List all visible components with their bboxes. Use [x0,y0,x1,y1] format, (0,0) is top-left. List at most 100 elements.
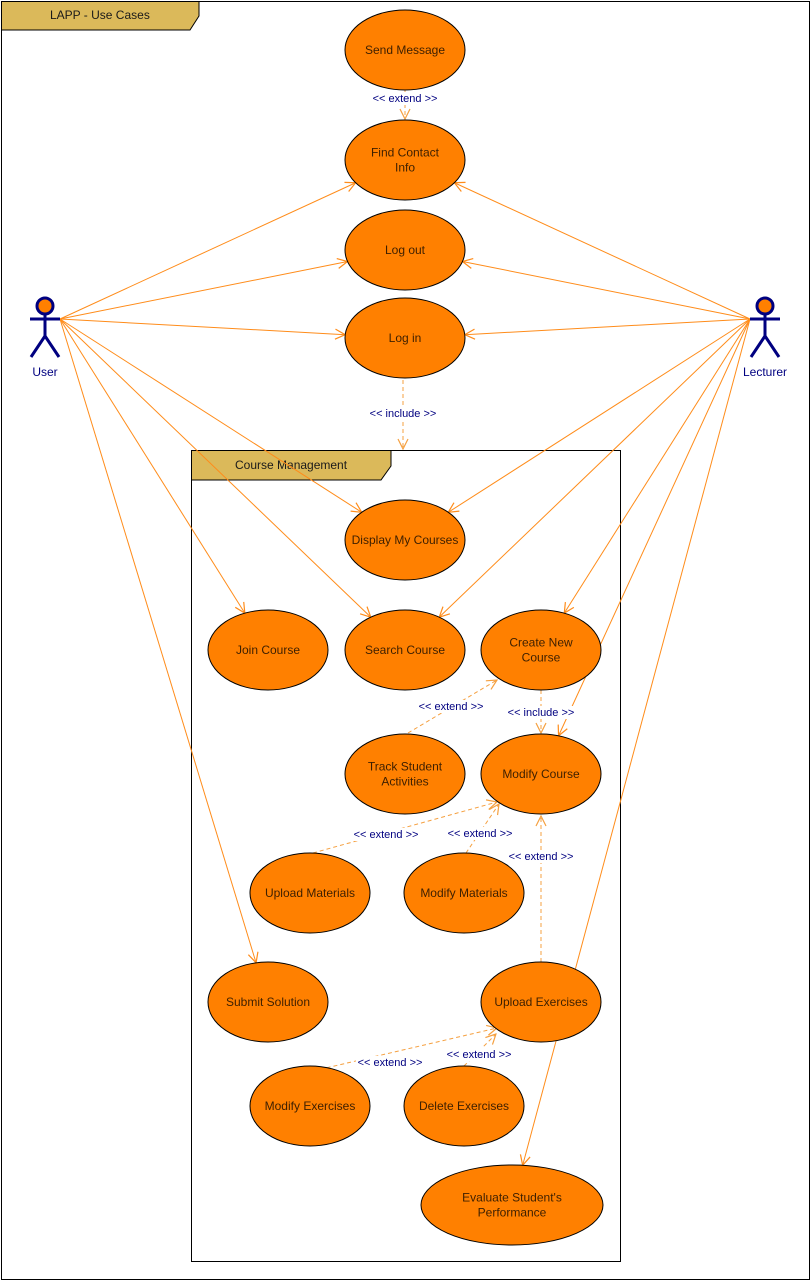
log-in-use-case[interactable]: Log in [344,297,466,379]
search-course-use-case[interactable]: Search Course [344,609,466,691]
lecturer-to-log-out-association [462,261,751,320]
evaluate-performance-ellipse [420,1164,604,1246]
modify-exercises-ellipse [249,1065,371,1147]
lecturer-head [755,296,775,316]
user-to-join-course-association [59,318,245,613]
modify-course-label-line-1: Modify Course [502,767,580,781]
lecturer-actor[interactable]: Lecturer [743,296,787,379]
upload-materials-extend-label: << extend >> [354,829,419,841]
search-course-ellipse [344,609,466,691]
join-course-ellipse [207,609,329,691]
find-contact-info-label-line-1: Find Contact [371,146,440,160]
user-actor[interactable]: User [29,296,61,379]
track-student-activities-ellipse [344,733,466,815]
lecturer-to-search-course-association [439,318,751,617]
user-leg-right [43,335,61,358]
user-to-log-in-association [59,318,345,335]
track-activities-extend-label-bg [417,700,485,713]
log-in-label-line-1: Log in [389,331,422,345]
modify-exercises-extend-label: << extend >> [358,1057,423,1069]
log-out-use-case[interactable]: Log out [344,209,466,291]
send-message-extend-label-bg [371,92,439,105]
delete-exercises-extend-label-bg [445,1048,513,1061]
frame-title-tab [1,1,200,31]
display-my-courses-ellipse [344,499,466,581]
user-head [35,296,55,316]
upload-exercises-use-case[interactable]: Upload Exercises [480,961,602,1043]
lecturer-to-log-in-association [465,318,751,335]
lecturer-label: Lecturer [743,365,787,379]
modify-materials-ellipse [403,852,525,934]
lecturer-to-find-contact-info-association [454,183,751,320]
find-contact-info-ellipse [344,119,466,201]
stereotype-labels: << extend >> << include >> << extend >> << … [352,92,575,1069]
modify-materials-extend-label-bg [446,827,514,840]
log-in-include-label-bg [369,407,437,420]
create-new-course-ellipse [480,609,602,691]
send-message-use-case[interactable]: Send Message [344,9,466,91]
user-to-submit-solution-association [59,318,256,963]
modify-exercises-label-line-1: Modify Exercises [265,1099,356,1113]
user-to-search-course-association [59,318,371,617]
modify-exercises-extend-line [312,1028,497,1072]
send-message-extend-label: << extend >> [373,93,438,105]
create-new-course-label-line-2: Course [522,651,561,665]
user-to-find-contact-info-association [59,183,356,320]
upload-materials-extend-line [312,802,497,854]
user-leg-left [29,335,47,358]
log-in-ellipse [344,297,466,379]
submit-solution-label-line-1: Submit Solution [226,995,310,1009]
package-title: Course Management [235,458,348,472]
delete-exercises-label-line-1: Delete Exercises [419,1099,509,1113]
user-label: User [32,365,57,379]
join-course-use-case[interactable]: Join Course [207,609,329,691]
lecturer-to-create-new-course-association [564,318,751,613]
user-to-display-my-courses-association [59,318,362,512]
user-to-log-out-association [59,261,348,320]
upload-materials-label-line-1: Upload Materials [265,886,355,900]
delete-exercises-ellipse [403,1065,525,1147]
course-management-package [191,450,621,1262]
join-course-label-line-1: Join Course [236,643,300,657]
upload-exercises-extend-label-bg [507,850,575,863]
display-my-courses-use-case[interactable]: Display My Courses [344,499,466,581]
log-out-label-line-1: Log out [385,243,426,257]
lecturer-leg-left [749,335,767,358]
evaluate-performance-label-line-1: Evaluate Student's [462,1191,562,1205]
create-course-include-label-bg [507,706,575,719]
log-in-include-label: << include >> [370,408,437,420]
upload-exercises-label-line-1: Upload Exercises [494,995,587,1009]
log-out-ellipse [344,209,466,291]
track-student-activities-label-line-2: Activities [381,775,428,789]
modify-materials-use-case[interactable]: Modify Materials [403,852,525,934]
track-student-activities-label-line-1: Track Student [368,760,443,774]
modify-exercises-use-case[interactable]: Modify Exercises [249,1065,371,1147]
upload-exercises-ellipse [480,961,602,1043]
modify-materials-label-line-1: Modify Materials [420,886,507,900]
lecturer-leg-right [763,335,781,358]
submit-solution-ellipse [207,961,329,1043]
modify-exercises-extend-label-bg [356,1056,424,1069]
delete-exercises-extend-label: << extend >> [447,1049,512,1061]
upload-materials-use-case[interactable]: Upload Materials [249,852,371,934]
lecturer-to-display-my-courses-association [448,318,751,512]
evaluate-performance-label-line-2: Performance [478,1206,547,1220]
submit-solution-use-case[interactable]: Submit Solution [207,961,329,1043]
delete-exercises-use-case[interactable]: Delete Exercises [403,1065,525,1147]
create-new-course-label-line-1: Create New [509,636,573,650]
search-course-label-line-1: Search Course [365,643,445,657]
send-message-ellipse [344,9,466,91]
track-activities-extend-label: << extend >> [419,701,484,713]
send-message-label-line-1: Send Message [365,43,445,57]
modify-materials-extend-label: << extend >> [448,828,513,840]
modify-course-use-case[interactable]: Modify Course [480,733,602,815]
create-course-include-label: << include >> [508,707,575,719]
upload-materials-extend-label-bg [352,828,420,841]
